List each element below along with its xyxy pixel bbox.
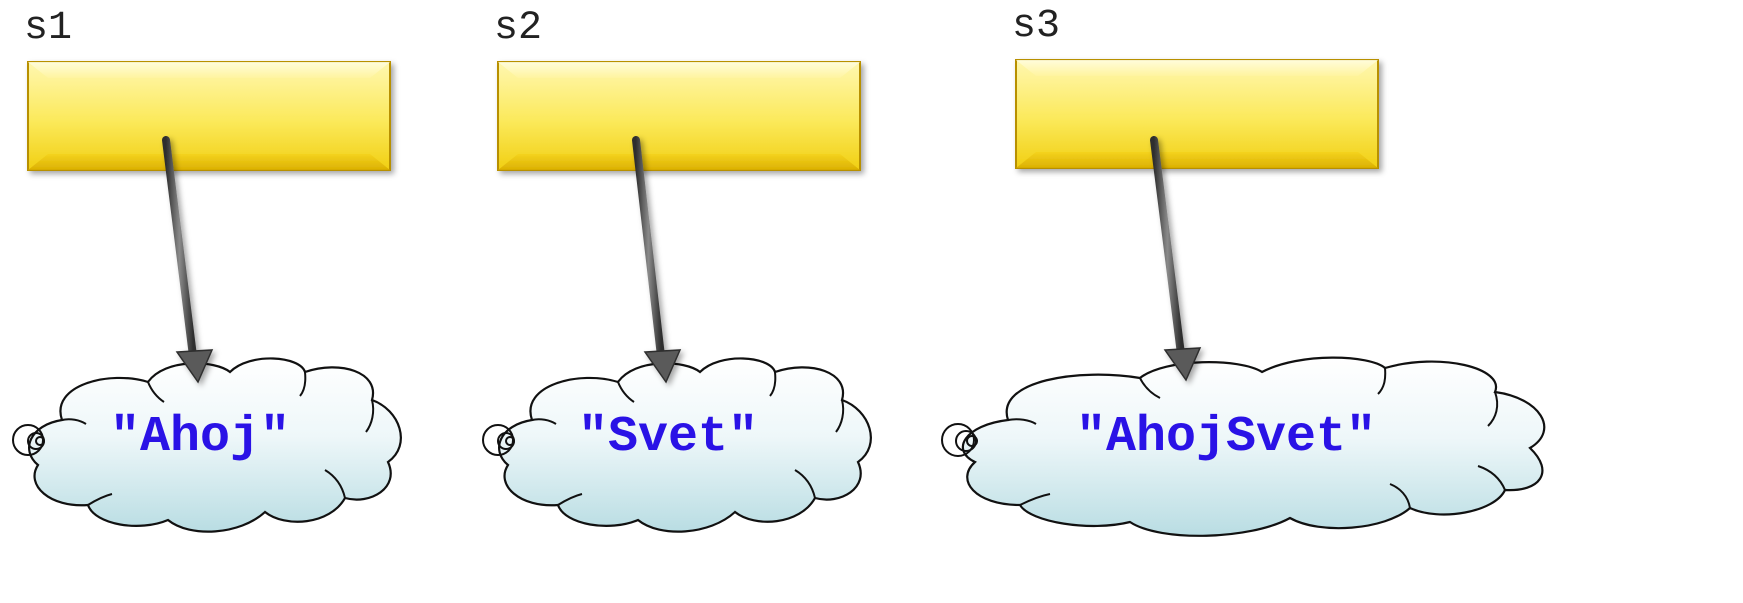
reference-box	[497, 61, 861, 171]
variable-s2: s2 "Svet"	[482, 6, 872, 533]
string-value: "AhojSvet"	[1076, 409, 1376, 466]
string-value: "Svet"	[578, 409, 758, 466]
string-value: "Ahoj"	[110, 409, 290, 466]
variable-label: s1	[24, 6, 72, 51]
reference-arrow	[632, 136, 682, 384]
string-cloud: "Svet"	[482, 357, 872, 533]
variable-s1: s1 "Ahoj"	[12, 6, 402, 533]
reference-arrow	[162, 136, 214, 384]
variable-label: s3	[1012, 4, 1060, 49]
reference-box	[1015, 59, 1379, 169]
reference-arrow	[1150, 136, 1202, 382]
string-cloud: "AhojSvet"	[941, 356, 1546, 537]
variable-s3: s3 "AhojSvet"	[941, 4, 1546, 537]
reference-box	[27, 61, 391, 171]
string-cloud: "Ahoj"	[12, 357, 402, 533]
variable-label: s2	[494, 6, 542, 51]
